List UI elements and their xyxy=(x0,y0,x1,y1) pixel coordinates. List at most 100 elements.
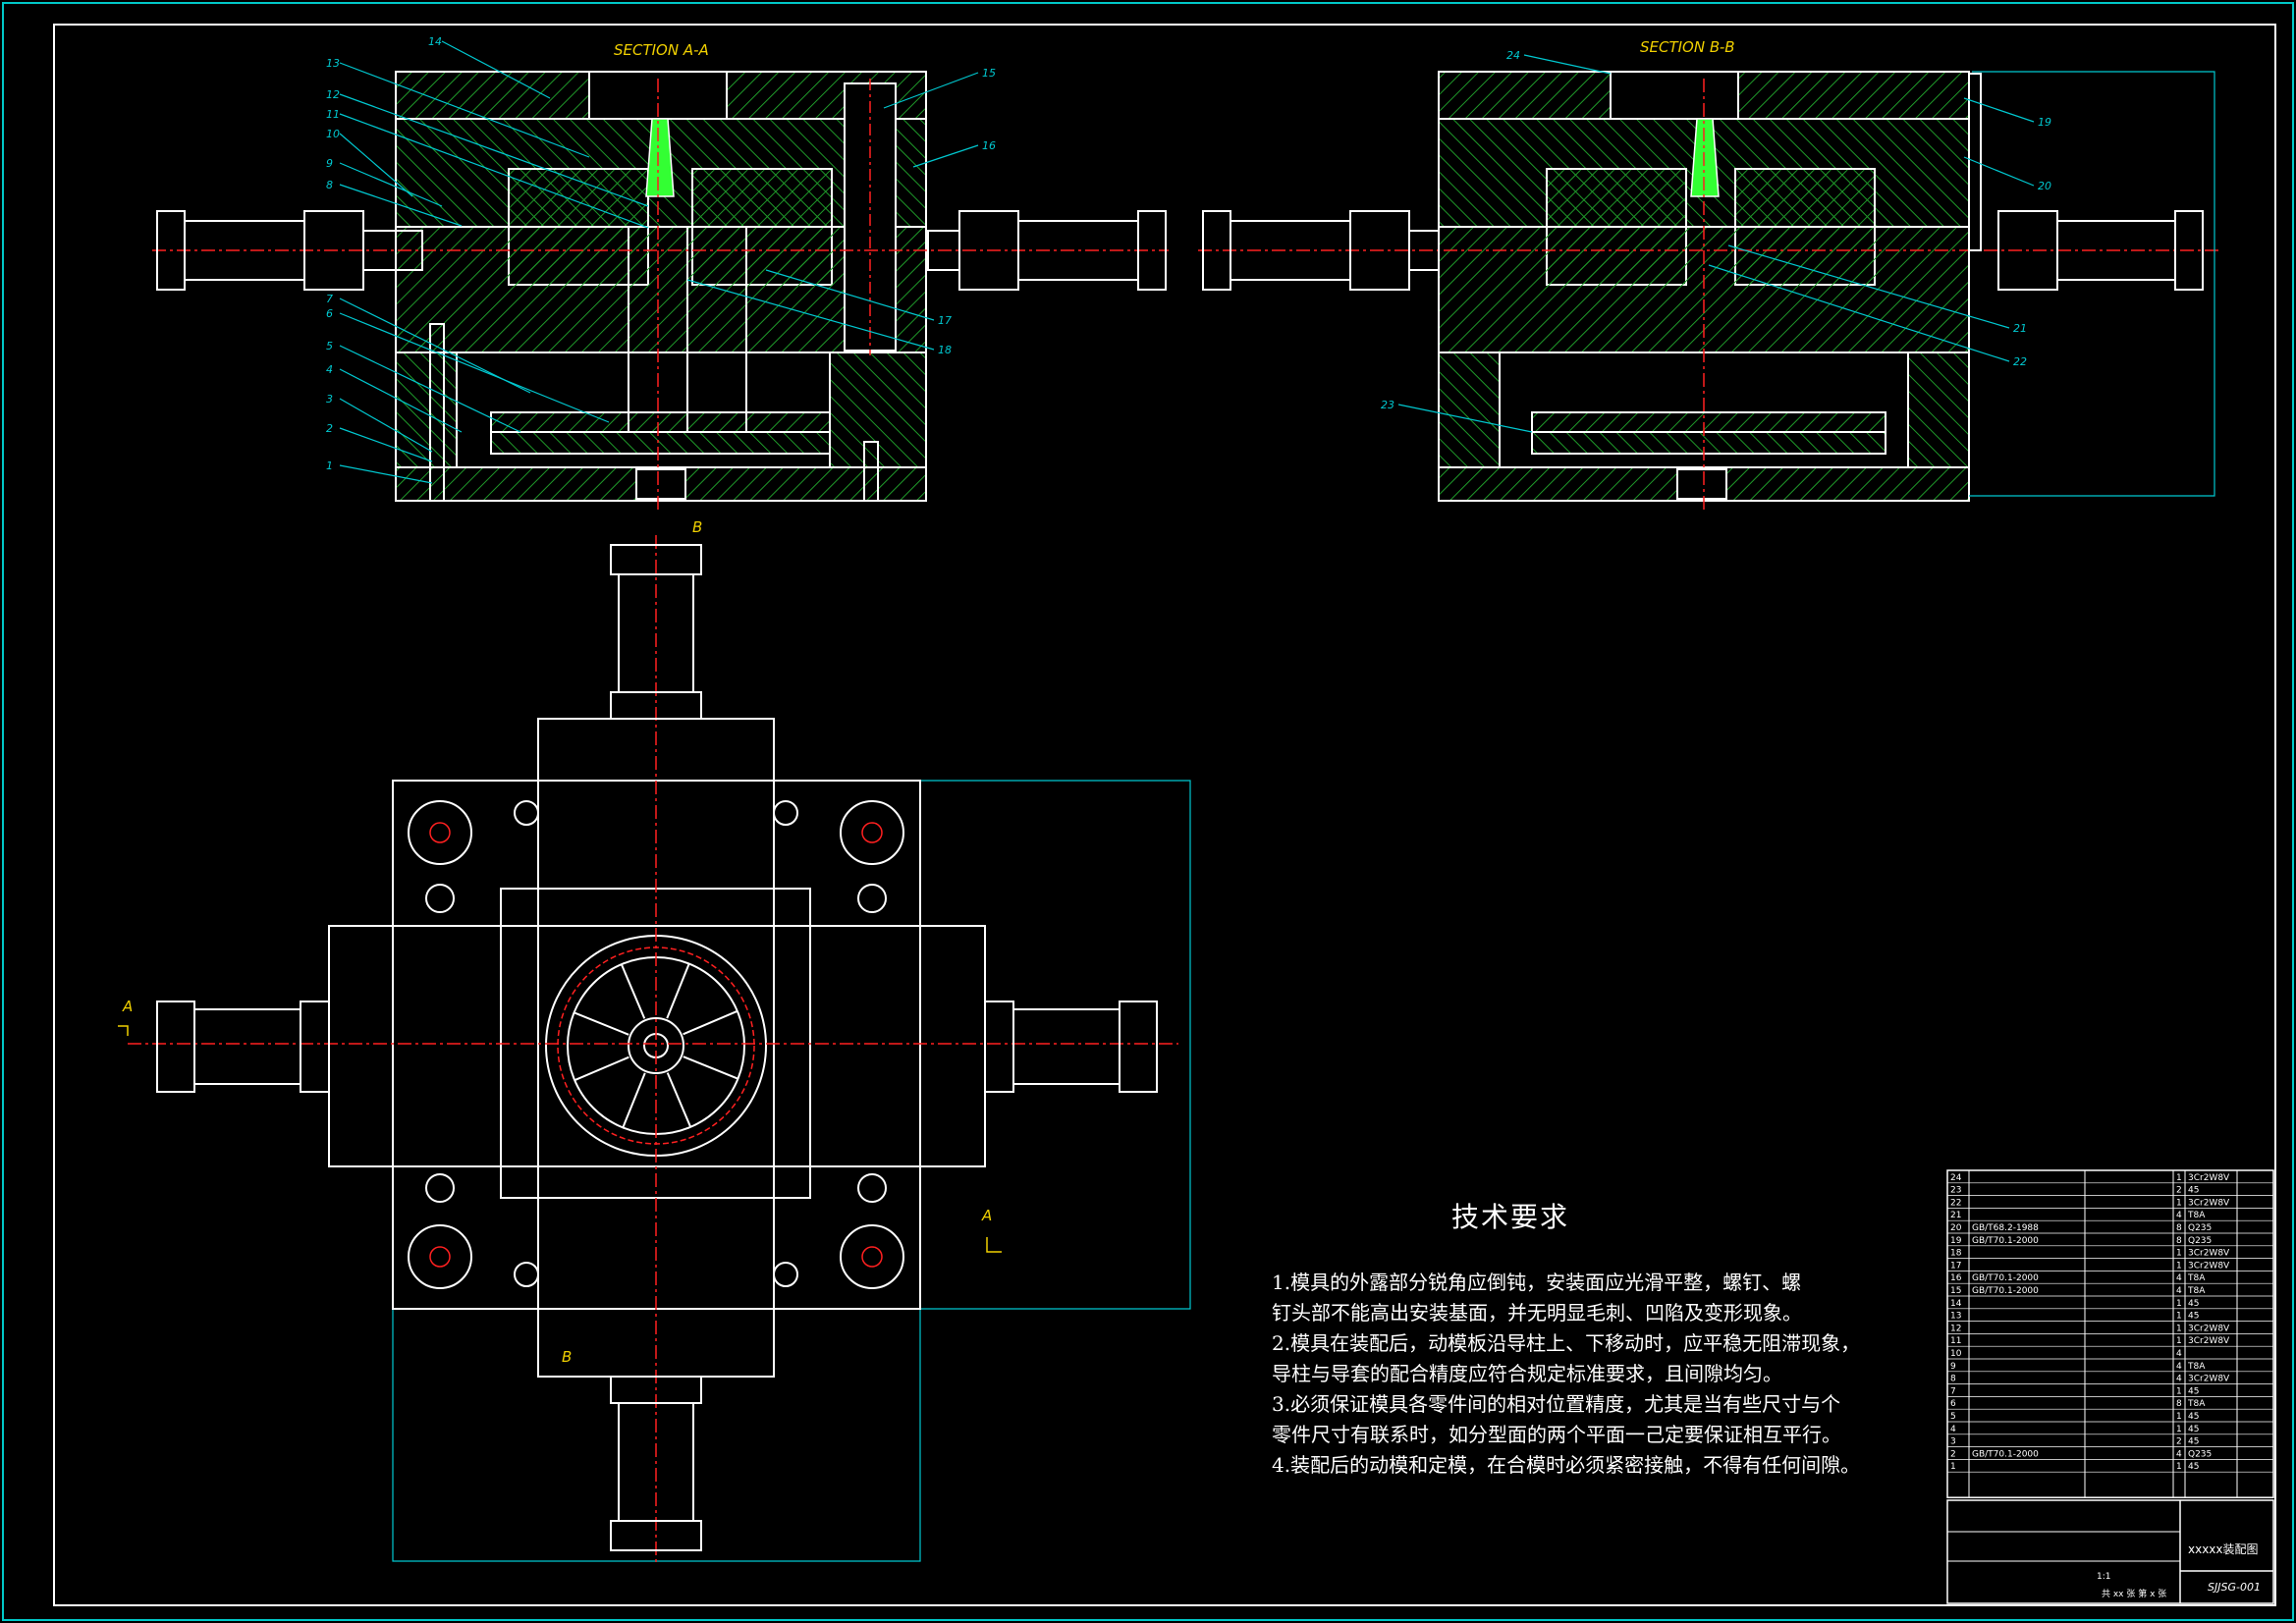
callout-label: 21 xyxy=(2013,322,2027,335)
callout-label: 14 xyxy=(428,35,442,48)
bom-cell: 4 xyxy=(1950,1425,1956,1434)
bom-cell: 6 xyxy=(1950,1399,1956,1409)
plan-view: A A B B xyxy=(118,518,1191,1566)
title-block: xxxxx装配图 SJJSG-001 1:1 共 xx 张 第 x 张 xyxy=(1946,1499,2274,1604)
bom-cell: 1 xyxy=(1950,1462,1956,1472)
bom-cell: 45 xyxy=(2188,1299,2199,1309)
bom-cell: 8 xyxy=(2176,1236,2182,1246)
wheel-spoke xyxy=(683,1009,738,1036)
bom-cell: 4 xyxy=(2176,1286,2182,1296)
callout-leader xyxy=(339,312,610,423)
drawing-scale: 1:1 xyxy=(2097,1572,2110,1582)
callout-label: 5 xyxy=(326,340,333,352)
bom-cell: T8A xyxy=(2187,1286,2206,1296)
bom-cell: 45 xyxy=(2188,1425,2199,1434)
callout-label: 18 xyxy=(938,344,952,356)
callout-leader xyxy=(339,162,443,207)
callout-leader xyxy=(339,398,433,453)
bom-cell: 2 xyxy=(1950,1449,1956,1459)
section-bb-title: SECTION B-B xyxy=(1640,38,1735,56)
bom-cell: 19 xyxy=(1950,1236,1962,1246)
bom-cell: Q235 xyxy=(2188,1223,2212,1233)
wheel-spoke xyxy=(666,963,690,1019)
callout-leader xyxy=(339,464,433,484)
callout-leader xyxy=(339,427,433,462)
bom-cell: 8 xyxy=(2176,1399,2182,1409)
callout-label: 10 xyxy=(326,128,340,140)
bom-cell: 12 xyxy=(1950,1324,1961,1333)
wheel-spoke xyxy=(622,1072,646,1128)
bom-cell: GB/T70.1-2000 xyxy=(1972,1273,2039,1283)
wheel-spoke xyxy=(620,963,646,1019)
wheel-spoke xyxy=(574,1055,629,1082)
callout-leader xyxy=(441,40,551,99)
callout-leader xyxy=(339,93,649,207)
section-aa-view: SECTION A-A xyxy=(152,41,1169,511)
bom-cell: Q235 xyxy=(2188,1236,2212,1246)
bom-cell: 3Cr2W8V xyxy=(2188,1173,2230,1183)
bom-cell: 4 xyxy=(2176,1349,2182,1359)
callout-leader xyxy=(339,345,521,433)
bom-cell: 4 xyxy=(2176,1375,2182,1384)
callout-label: 7 xyxy=(326,293,333,305)
bom-cell: 15 xyxy=(1950,1286,1961,1296)
callout-label: 13 xyxy=(326,57,340,70)
bom-cell: 1 xyxy=(2176,1462,2182,1472)
callout-label: 3 xyxy=(326,393,333,406)
bom-cell: 1 xyxy=(2176,1261,2182,1271)
callout-label: 2 xyxy=(326,422,333,435)
bom-cell: 2 xyxy=(2176,1186,2182,1196)
bom-cell: GB/T70.1-2000 xyxy=(1972,1236,2039,1246)
callout-label: 15 xyxy=(982,67,996,80)
bom-cell: 11 xyxy=(1950,1336,1961,1346)
bom-cell: T8A xyxy=(2187,1399,2206,1409)
bom-cell: 45 xyxy=(2188,1462,2199,1472)
tech-requirement-line: 钉头部不能高出安装基面，并无明显毛刺、凹陷及变形现象。 xyxy=(1272,1301,1802,1325)
bom-cell: 4 xyxy=(2176,1211,2182,1220)
drawing-name: xxxxx装配图 xyxy=(2188,1542,2259,1556)
callout-label: 23 xyxy=(1381,399,1394,411)
inner-frame xyxy=(53,24,2276,1606)
tech-requirement-line: 零件尺寸有联系时，如分型面的两个平面一己定要保证相互平行。 xyxy=(1272,1423,1841,1446)
callout-label: 6 xyxy=(326,307,333,320)
callout-leader xyxy=(339,133,413,197)
bom-cell: GB/T70.1-2000 xyxy=(1972,1286,2039,1296)
bom-cell: 1 xyxy=(2176,1324,2182,1333)
callout-label: 24 xyxy=(1506,49,1520,62)
bom-cell: 1 xyxy=(2176,1412,2182,1422)
wheel-spoke xyxy=(683,1055,738,1080)
bom-cell: Q235 xyxy=(2188,1449,2212,1459)
tech-requirement-line: 1.模具的外露部分锐角应倒钝，安装面应光滑平整，螺钉、螺 xyxy=(1272,1271,1802,1294)
bom-cell: 24 xyxy=(1950,1173,1962,1183)
bom-cell: 3 xyxy=(1950,1437,1956,1447)
section-bb-view: SECTION B-B xyxy=(1198,38,2219,511)
tech-requirement-line: 2.模具在装配后，动模板沿导柱上、下移动时，应平稳无阻滞现象， xyxy=(1272,1331,1861,1355)
sheet-info: 共 xx 张 第 x 张 xyxy=(2102,1588,2166,1599)
callout-label: 8 xyxy=(326,179,333,191)
bom-cell: 7 xyxy=(1950,1386,1956,1396)
bom-cell: 3Cr2W8V xyxy=(2188,1198,2230,1208)
bom-cell: 1 xyxy=(2176,1299,2182,1309)
callout-label: 17 xyxy=(938,314,952,327)
bom-cell: T8A xyxy=(2187,1273,2206,1283)
callout-leader xyxy=(339,62,590,158)
bom-cell: 1 xyxy=(2176,1198,2182,1208)
tech-requirement-line: 4.装配后的动模和定模，在合模时必须紧密接触，不得有任何间隙。 xyxy=(1272,1453,1861,1477)
section-aa-title: SECTION A-A xyxy=(614,41,709,59)
bom-cell: 1 xyxy=(2176,1425,2182,1434)
bom-cell: 3Cr2W8V xyxy=(2188,1336,2230,1346)
wheel-spoke xyxy=(666,1072,692,1128)
bom-cell: 14 xyxy=(1950,1299,1962,1309)
section-mark-a-left: A xyxy=(122,998,133,1015)
bom-cell: 20 xyxy=(1950,1223,1962,1233)
callout-leader xyxy=(1963,97,2035,123)
bom-cell: 3Cr2W8V xyxy=(2188,1261,2230,1271)
callout-label: 16 xyxy=(982,139,996,152)
callout-leader xyxy=(1963,156,2035,187)
callout-label: 12 xyxy=(326,88,340,101)
callout-leader xyxy=(339,113,649,229)
